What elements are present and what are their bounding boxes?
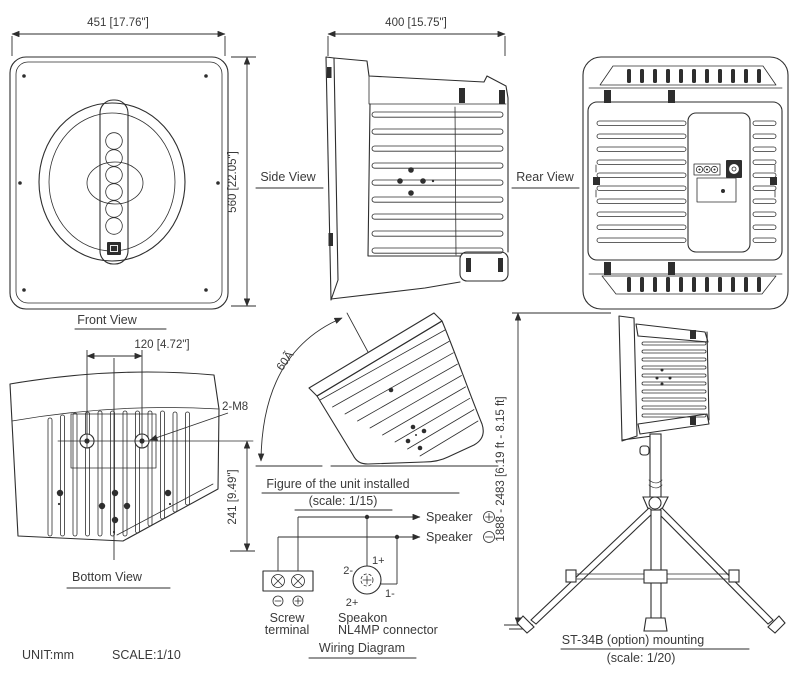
scale-note: SCALE:1/10 xyxy=(112,648,181,662)
wiring-diagram: Speaker Speaker 1+ 2- 1- 2+ Screw xyxy=(262,510,495,659)
side-screw-holes xyxy=(397,167,435,196)
tripod-leg-right xyxy=(656,507,774,625)
front-woofer xyxy=(38,102,186,262)
rear-cabinet-outline xyxy=(582,56,789,310)
rear-bottom-handle xyxy=(588,262,783,295)
stand-height-dimension: 1888 - 2483 [6.19 ft - 8.15 ft] xyxy=(495,312,611,630)
bottom-heatsink-fins xyxy=(47,410,190,537)
pin-2minus-label: 2- xyxy=(343,565,353,577)
rear-side-latches xyxy=(593,164,777,198)
installed-scale-note: (scale: 1/15) xyxy=(309,494,378,508)
front-mount-points xyxy=(18,74,220,292)
pin-1plus-label: 1+ xyxy=(372,555,385,567)
stand-figure: 1888 - 2483 [6.19 ft - 8.15 ft] xyxy=(495,312,786,665)
speaker-positive-label: Speaker xyxy=(426,510,473,524)
bottom-spacing-dim-text: 120 [4.72"] xyxy=(134,339,189,351)
stand-height-dim-text: 1888 - 2483 [6.19 ft - 8.15 ft] xyxy=(495,396,507,541)
side-heatsink-fins xyxy=(371,106,504,256)
installed-figure-label: Figure of the unit installed xyxy=(266,477,409,491)
brand-logo-badge xyxy=(107,242,121,255)
speaker-negative-label: Speaker xyxy=(426,530,473,544)
screw-terminal xyxy=(262,570,314,607)
front-tweeter-bar xyxy=(99,99,129,265)
speakon-connector xyxy=(352,565,382,595)
side-cabinet-outline xyxy=(325,56,509,301)
minus-circle-icon xyxy=(483,531,495,543)
thread-spec-text: 2-M8 xyxy=(222,401,248,413)
stand-mounting-label: ST-34B (option) mounting xyxy=(562,633,704,647)
junction-dot-positive xyxy=(364,514,370,520)
front-cabinet-outline xyxy=(9,56,229,310)
pin-2plus-label: 2+ xyxy=(346,597,359,609)
installed-figure: 60Ã Figure of the unit installed (scale:… xyxy=(255,312,499,511)
tilted-speaker-screw-holes xyxy=(388,387,427,451)
stand-speaker xyxy=(618,315,710,442)
bottom-thread-callout: 2-M8 xyxy=(149,401,248,441)
front-width-dim-text: 451 [17.76"] xyxy=(87,17,149,29)
footer-notes: UNIT:mm SCALE:1/10 xyxy=(22,648,181,662)
front-width-dimension: 451 [17.76"] xyxy=(11,17,226,56)
side-depth-dimension: 400 [15.75"] xyxy=(327,17,506,56)
tripod-center-pole xyxy=(650,509,662,619)
speakon-label-2: NL4MP connector xyxy=(338,623,438,637)
bottom-cabinet-outline xyxy=(9,371,220,542)
bottom-front-edge-line xyxy=(11,407,220,422)
tripod-stand xyxy=(516,433,786,634)
terminal-plus-icon xyxy=(292,595,304,607)
tilt-angle-text: 60Ã xyxy=(274,349,297,373)
tripod-foot-left xyxy=(516,615,535,634)
front-height-dim-text: 560 [22.05"] xyxy=(227,151,239,213)
unit-note: UNIT:mm xyxy=(22,648,74,662)
front-view-label: Front View xyxy=(77,313,137,327)
tilted-speaker-fins xyxy=(319,329,479,457)
tripod-foot-center xyxy=(643,617,668,632)
front-height-dimension: 560 [22.05"] xyxy=(227,56,256,307)
side-view: 400 [15.75"] Side Vie xyxy=(255,17,509,301)
terminal-minus-icon xyxy=(272,595,284,607)
front-view: 451 [17.76"] 560 [22.05"] xyxy=(9,17,256,330)
rear-connector-panel xyxy=(687,112,751,253)
tripod-foot-right xyxy=(767,615,786,634)
rear-left-fins xyxy=(596,120,687,243)
tilted-speaker xyxy=(308,312,484,465)
speakon-label-1: Speakon xyxy=(338,611,387,625)
stand-speaker-fins xyxy=(641,341,707,418)
screw-terminal-label-1: Screw xyxy=(270,611,306,625)
bottom-view: 120 [4.72"] 2-M8 xyxy=(9,339,255,589)
bottom-screw-holes xyxy=(56,489,172,534)
bottom-depth-dimension: 241 [9.49"] xyxy=(227,440,255,552)
junction-dot-negative xyxy=(394,534,400,540)
bottom-view-label: Bottom View xyxy=(72,570,143,584)
rear-heatsink-area xyxy=(587,101,783,261)
rear-label-plate xyxy=(696,177,737,203)
bottom-spacing-dimension: 120 [4.72"] xyxy=(86,339,190,560)
stand-scale-note: (scale: 1/20) xyxy=(607,651,676,665)
rear-screw-terminal-block xyxy=(693,163,721,176)
tilt-angle-arc xyxy=(257,317,343,462)
rear-top-handle xyxy=(588,65,783,103)
screw-terminal-label-2: terminal xyxy=(265,623,309,637)
front-baffle-outline xyxy=(15,61,223,304)
tripod-leg-left xyxy=(530,507,655,625)
wiring-diagram-label: Wiring Diagram xyxy=(319,641,405,655)
bottom-depth-dim-text: 241 [9.49"] xyxy=(227,469,239,524)
side-view-label: Side View xyxy=(260,170,316,184)
rear-view: Rear View xyxy=(511,56,789,310)
bottom-mount-screws xyxy=(79,433,150,449)
pin-1minus-label: 1- xyxy=(385,588,395,600)
plus-circle-icon xyxy=(483,511,495,523)
side-depth-dim-text: 400 [15.75"] xyxy=(385,17,447,29)
tilt-reference-line xyxy=(346,312,369,353)
rear-right-fins xyxy=(752,120,777,243)
bottom-corner-chamfer-line xyxy=(116,483,214,536)
rear-view-label: Rear View xyxy=(516,170,574,184)
